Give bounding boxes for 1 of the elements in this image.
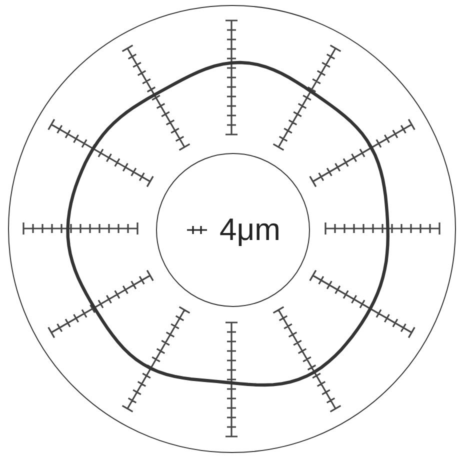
scale-label: 4μm <box>220 212 280 248</box>
